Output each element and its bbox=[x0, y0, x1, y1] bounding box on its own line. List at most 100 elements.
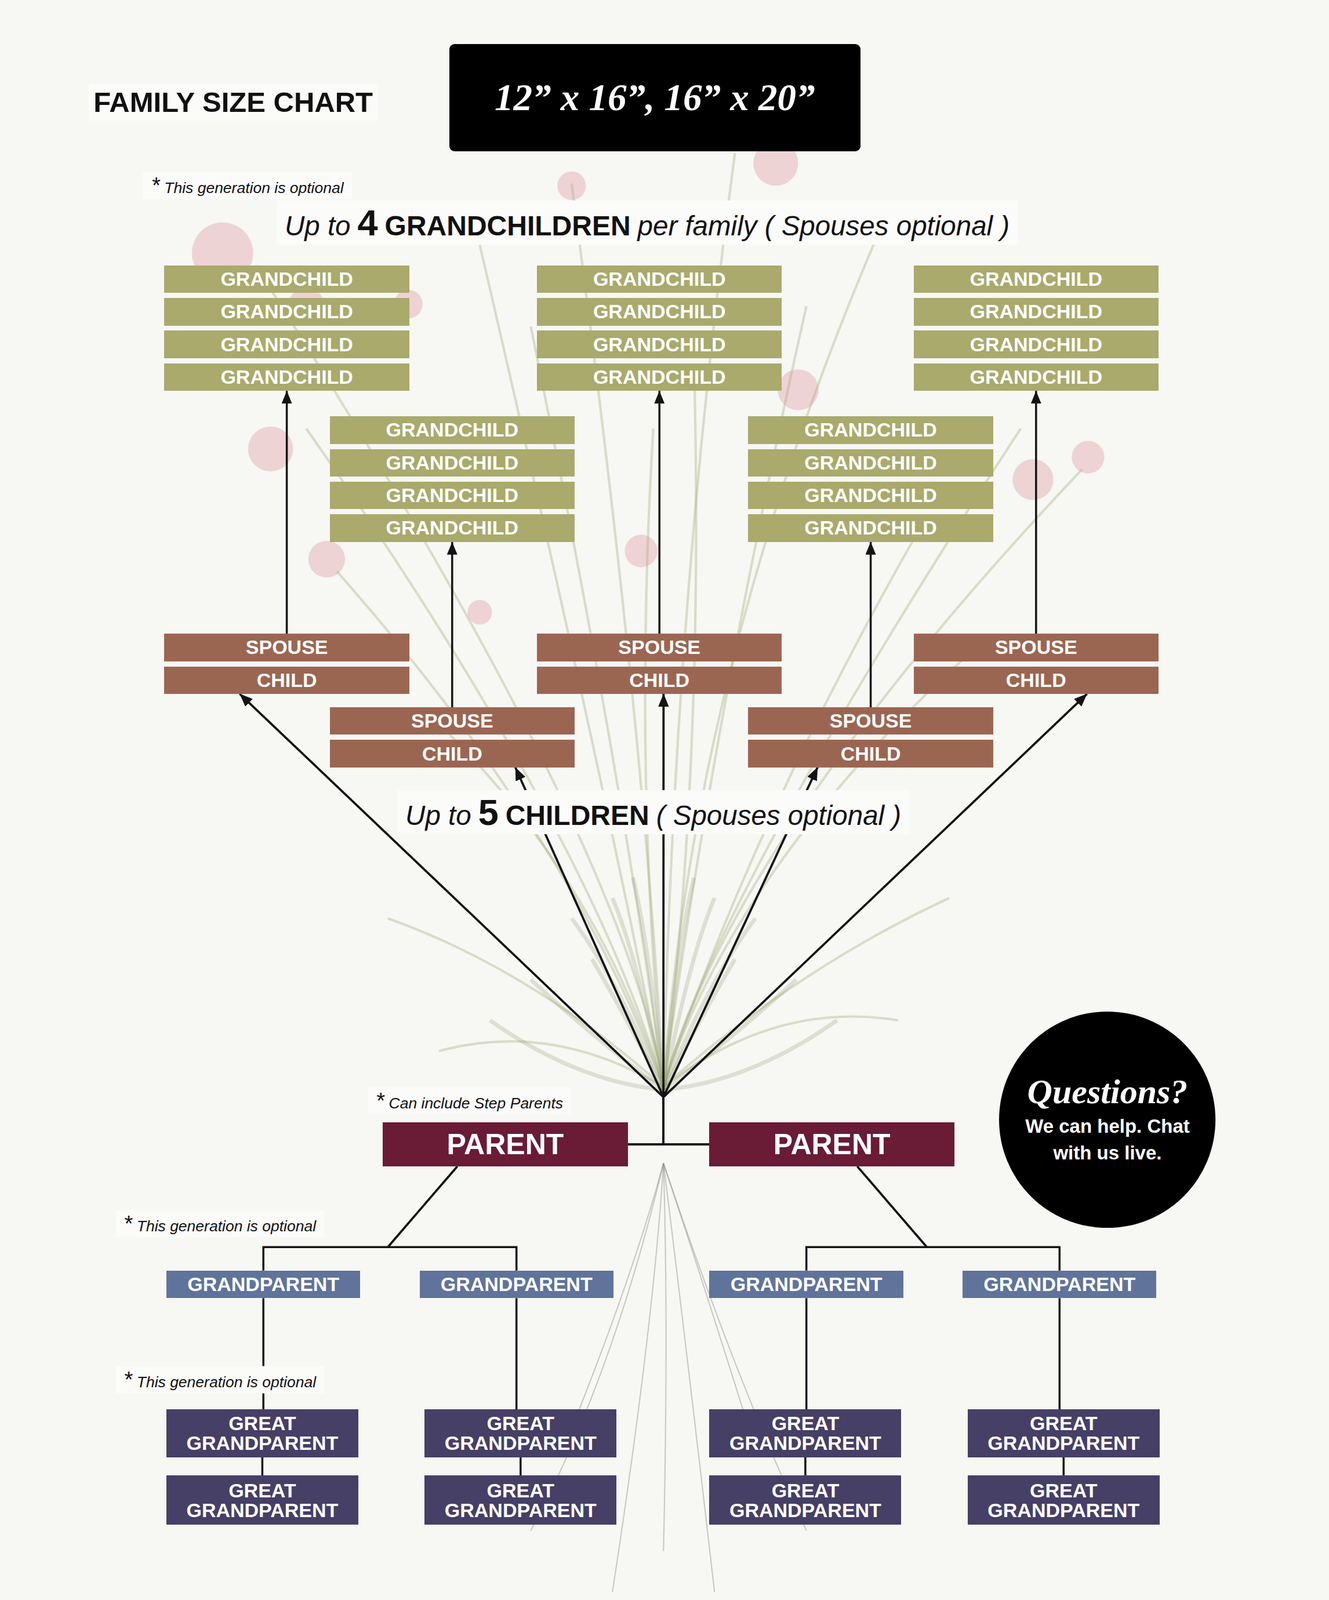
spouse-box: SPOUSE bbox=[164, 633, 409, 662]
node-text: CHILD bbox=[422, 742, 483, 766]
label-text: ( Spouses optional ) bbox=[656, 799, 902, 832]
node-text: GREAT GRANDPARENT bbox=[172, 1413, 353, 1454]
node-text: GRANDCHILD bbox=[593, 333, 726, 357]
spouse-box: SPOUSE bbox=[536, 633, 782, 662]
connector-arrow bbox=[658, 390, 661, 634]
node-text: GRANDPARENT bbox=[187, 1273, 340, 1296]
flower-head bbox=[1071, 440, 1105, 474]
node-text: SPOUSE bbox=[829, 709, 913, 733]
great-grandparent-box: GREAT GRANDPARENT bbox=[424, 1409, 617, 1458]
connector-arrow bbox=[1058, 1298, 1062, 1410]
connector-arrow bbox=[240, 694, 664, 1145]
node-text: GRANDCHILD bbox=[220, 365, 354, 389]
connector-arrow bbox=[451, 542, 454, 708]
label-text: This generation is optional bbox=[164, 179, 344, 198]
chart-title: FAMILY SIZE CHART bbox=[88, 83, 378, 121]
node-text: GRANDCHILD bbox=[969, 333, 1103, 357]
grandchild-box: GRANDCHILD bbox=[329, 449, 575, 478]
connector-arrow bbox=[261, 1457, 264, 1477]
grandchild-box: GRANDCHILD bbox=[164, 298, 409, 326]
root-line bbox=[663, 1163, 755, 1450]
node-text: GRANDPARENT bbox=[440, 1273, 593, 1296]
connector-arrow bbox=[869, 542, 873, 708]
node-text: GREAT GRANDPARENT bbox=[714, 1413, 896, 1454]
connector-arrow bbox=[627, 694, 664, 1145]
node-text: GRANDPARENT bbox=[730, 1273, 883, 1296]
grandchild-box: GRANDCHILD bbox=[329, 416, 575, 445]
root-line bbox=[663, 1163, 715, 1593]
child-box: CHILD bbox=[164, 666, 409, 695]
label-group: Up to4GRANDCHILDRENper family ( Spouses … bbox=[276, 200, 1018, 245]
grandchild-box: GRANDCHILD bbox=[329, 481, 575, 510]
child-box: CHILD bbox=[329, 739, 575, 768]
grandchild-box: GRANDCHILD bbox=[536, 265, 782, 294]
node-text: SPOUSE bbox=[995, 636, 1078, 659]
node-text: GRANDCHILD bbox=[386, 418, 519, 442]
great-grandparent-box: GREAT GRANDPARENT bbox=[166, 1409, 359, 1458]
node-text: PARENT bbox=[773, 1127, 891, 1162]
node-text: GREAT GRANDPARENT bbox=[973, 1413, 1154, 1454]
connector-arrow bbox=[515, 1298, 518, 1410]
grandchild-box: GRANDCHILD bbox=[747, 449, 993, 478]
node-text: GREAT GRANDPARENT bbox=[430, 1480, 611, 1521]
node-text: GRANDCHILD bbox=[969, 365, 1103, 389]
flower-head bbox=[467, 600, 492, 625]
great-grandparent-box: GREAT GRANDPARENT bbox=[424, 1475, 617, 1525]
grandchild-box: GRANDCHILD bbox=[164, 363, 409, 392]
spouse-box: SPOUSE bbox=[747, 707, 993, 736]
connector-arrow bbox=[519, 1457, 522, 1477]
grandchild-box: GRANDCHILD bbox=[913, 298, 1159, 326]
node-text: GRANDPARENT bbox=[983, 1273, 1136, 1296]
flower-head bbox=[624, 534, 657, 568]
node-text: GRANDCHILD bbox=[386, 484, 519, 507]
connector-arrow bbox=[804, 1457, 807, 1477]
node-text: CHILD bbox=[629, 669, 690, 692]
great-grandparent-box: GREAT GRANDPARENT bbox=[166, 1475, 359, 1525]
node-text: GREAT GRANDPARENT bbox=[714, 1480, 896, 1521]
spouse-box: SPOUSE bbox=[913, 633, 1159, 662]
great-grandparent-box: GREAT GRANDPARENT bbox=[967, 1409, 1160, 1458]
grandchild-box: GRANDCHILD bbox=[164, 265, 409, 294]
parent-box: PARENT bbox=[382, 1122, 628, 1167]
node-text: GRANDCHILD bbox=[804, 451, 938, 475]
flower-head bbox=[557, 171, 586, 201]
node-text: CHILD bbox=[256, 669, 318, 692]
foliage-leaf bbox=[663, 1020, 837, 1091]
label-text: Can include Step Parents bbox=[389, 1094, 564, 1113]
label-text: GRANDCHILDREN bbox=[385, 209, 631, 242]
child-box: CHILD bbox=[747, 739, 993, 768]
node-text: PARENT bbox=[446, 1127, 564, 1162]
grass-blade bbox=[663, 367, 696, 1088]
foliage-leaf bbox=[663, 959, 735, 1091]
connector-arrow bbox=[1062, 1457, 1066, 1477]
grandchild-box: GRANDCHILD bbox=[747, 416, 993, 445]
connector-arrow bbox=[805, 1298, 808, 1410]
node-text: We can help. Chat with us live. bbox=[1020, 1113, 1195, 1167]
root-line bbox=[612, 1163, 664, 1593]
node-text: GRANDCHILD bbox=[804, 516, 938, 540]
node-text: GRANDCHILD bbox=[386, 516, 519, 540]
node-text: GRANDCHILD bbox=[969, 300, 1103, 323]
foliage-leaf bbox=[592, 959, 664, 1091]
grandchild-box: GRANDCHILD bbox=[536, 363, 782, 392]
flower-head bbox=[777, 369, 819, 410]
connector-arrow bbox=[806, 1166, 928, 1272]
label-group: *This generation is optional bbox=[115, 1366, 325, 1394]
label-group: *This generation is optional bbox=[142, 172, 352, 200]
label-group: Up to5CHILDREN( Spouses optional ) bbox=[397, 790, 910, 835]
flower-head bbox=[1012, 459, 1053, 500]
label-text: This generation is optional bbox=[136, 1373, 317, 1392]
size-badge: 12” x 16”, 16” x 20” bbox=[449, 44, 861, 152]
node-text: GRANDCHILD bbox=[593, 365, 726, 389]
grandchild-box: GRANDCHILD bbox=[913, 265, 1159, 294]
node-text: GRANDCHILD bbox=[969, 267, 1103, 291]
grass-blade bbox=[428, 714, 664, 1087]
label-text: CHILDREN bbox=[505, 799, 650, 832]
great-grandparent-box: GREAT GRANDPARENT bbox=[709, 1409, 902, 1458]
grandchild-box: GRANDCHILD bbox=[536, 298, 782, 326]
foliage-leaf bbox=[489, 1020, 664, 1091]
label-group: *Can include Step Parents bbox=[367, 1087, 572, 1116]
grandparent-box: GRANDPARENT bbox=[166, 1271, 361, 1299]
grandchild-box: GRANDCHILD bbox=[164, 330, 409, 359]
foliage-leaf bbox=[612, 898, 664, 1091]
